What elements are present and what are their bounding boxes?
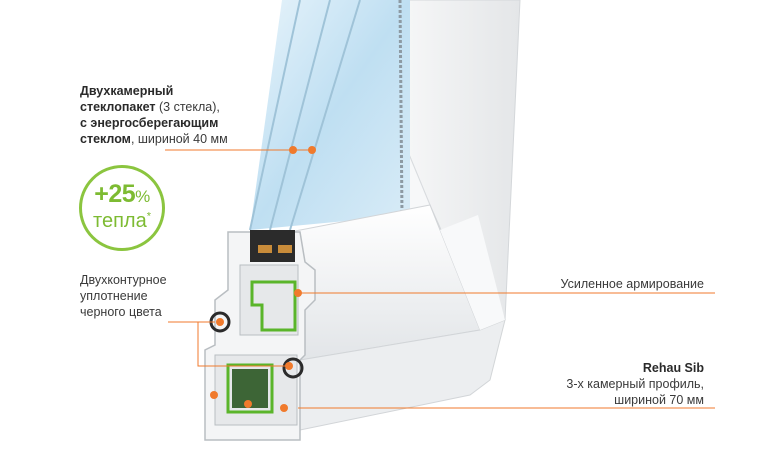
glass-unit-label: Двухкамерный стеклопакет (3 стекла), с э… (80, 83, 228, 147)
badge-word-text: тепла (93, 210, 147, 232)
badge-word: тепла* (82, 210, 162, 233)
reinforcement-label: Усиленное армирование (561, 276, 704, 292)
glass-label-line4-rest: , шириной 40 мм (130, 132, 228, 146)
glass-label-line4-bold: стеклом (80, 132, 131, 146)
profile-line2: 3-х камерный профиль, (566, 377, 704, 391)
profile-label: Rehau Sib 3-х камерный профиль, шириной … (566, 360, 704, 408)
seal-label-line2: уплотнение (80, 289, 148, 303)
profile-line3: шириной 70 мм (614, 393, 704, 407)
reinforcement-text: Усиленное армирование (560, 277, 704, 291)
callout-dots (210, 146, 316, 412)
glass-label-line3: с энергосберегающим (80, 116, 219, 130)
profile-section (204, 230, 316, 441)
glass-label-line2-rest: (3 стекла), (155, 100, 220, 114)
badge-unit: % (135, 187, 150, 206)
seal-label-line3: черного цвета (80, 305, 162, 319)
badge-percent: +25% (82, 180, 162, 209)
warmth-badge: +25% тепла* (79, 165, 165, 251)
glass-unit (249, 0, 410, 231)
sash-body (289, 204, 506, 431)
glass-label-line1: Двухкамерный (80, 84, 174, 98)
badge-value: +25 (94, 180, 136, 208)
glass-label-line2-bold: стеклопакет (80, 100, 156, 114)
seal-label-line1: Двухконтурное (80, 273, 167, 287)
profile-name: Rehau Sib (642, 361, 704, 375)
seal-label: Двухконтурное уплотнение черного цвета (80, 272, 167, 320)
callout-lines (165, 149, 715, 409)
badge-asterisk: * (146, 210, 151, 223)
